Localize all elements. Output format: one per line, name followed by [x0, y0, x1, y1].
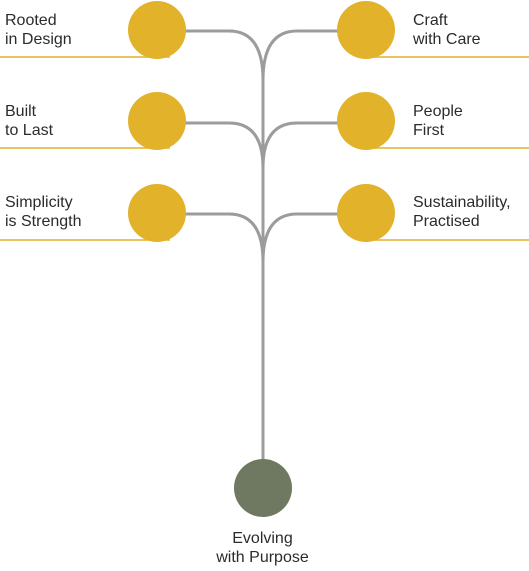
branch-line	[261, 212, 343, 264]
value-label-rooted: Rooted in Design	[5, 11, 72, 49]
branch-line	[183, 121, 265, 170]
branch-line	[261, 29, 343, 82]
label-line: with Care	[413, 31, 481, 48]
label-line: with Purpose	[216, 549, 309, 566]
root-node	[234, 459, 292, 517]
value-node-people	[337, 92, 395, 150]
value-node-rooted	[128, 1, 186, 59]
root-label: Evolving with Purpose	[160, 529, 365, 567]
branch-line	[183, 212, 265, 264]
value-label-sustainability: Sustainability, Practised	[413, 193, 511, 231]
label-line: Built	[5, 103, 37, 120]
value-node-simplicity	[128, 184, 186, 242]
label-line: in Design	[5, 31, 72, 48]
value-label-people: People First	[413, 102, 463, 140]
label-line: First	[413, 122, 445, 139]
label-line: Craft	[413, 12, 448, 29]
label-line: People	[413, 103, 463, 120]
value-label-craft: Craft with Care	[413, 11, 481, 49]
label-line: Simplicity	[5, 194, 73, 211]
label-line: Rooted	[5, 12, 57, 29]
value-node-craft	[337, 1, 395, 59]
label-line: Sustainability,	[413, 194, 511, 211]
value-node-sustainability	[337, 184, 395, 242]
label-line: Evolving	[232, 530, 293, 547]
branch-line	[183, 29, 265, 82]
label-line: Practised	[413, 213, 480, 230]
label-line: is Strength	[5, 213, 82, 230]
value-label-built: Built to Last	[5, 102, 53, 140]
value-label-simplicity: Simplicity is Strength	[5, 193, 81, 231]
branch-line	[261, 121, 343, 170]
value-node-built	[128, 92, 186, 150]
label-line: to Last	[5, 122, 54, 139]
